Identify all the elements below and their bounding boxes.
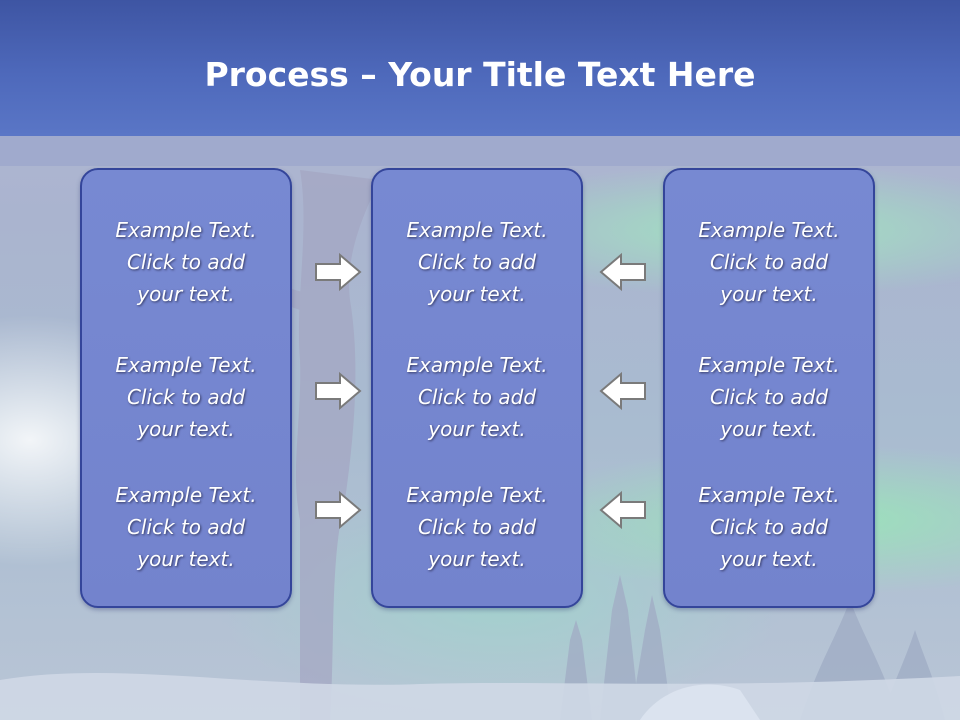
arrow-right-icon [315, 371, 362, 411]
snow-ground [0, 673, 960, 720]
process-box-left[interactable]: Example Text. Click to add your text. Ex… [80, 168, 292, 608]
arrow-right-icon [315, 252, 362, 292]
box-text-item[interactable]: Example Text. Click to add your text. [406, 483, 548, 571]
slide-title[interactable]: Process – Your Title Text Here [0, 54, 960, 96]
box-text-item[interactable]: Example Text. Click to add your text. [698, 218, 840, 306]
box-text-item[interactable]: Example Text. Click to add your text. [115, 353, 257, 441]
arrow-left-icon [599, 490, 646, 530]
box-text-item[interactable]: Example Text. Click to add your text. [698, 483, 840, 571]
box-text-item[interactable]: Example Text. Click to add your text. [406, 218, 548, 306]
arrow-left-icon [599, 371, 646, 411]
title-bar [0, 0, 960, 136]
title-divider-strip [0, 136, 960, 166]
box-text-item[interactable]: Example Text. Click to add your text. [115, 218, 257, 306]
process-box-center[interactable]: Example Text. Click to add your text. Ex… [371, 168, 583, 608]
arrow-left-icon [599, 252, 646, 292]
title-rest: – Your Title Text Here [348, 55, 756, 94]
box-text-item[interactable]: Example Text. Click to add your text. [115, 483, 257, 571]
arrow-right-icon [315, 490, 362, 530]
box-text-item[interactable]: Example Text. Click to add your text. [698, 353, 840, 441]
process-box-right[interactable]: Example Text. Click to add your text. Ex… [663, 168, 875, 608]
box-text-item[interactable]: Example Text. Click to add your text. [406, 353, 548, 441]
title-bold-word: Process [204, 55, 349, 94]
